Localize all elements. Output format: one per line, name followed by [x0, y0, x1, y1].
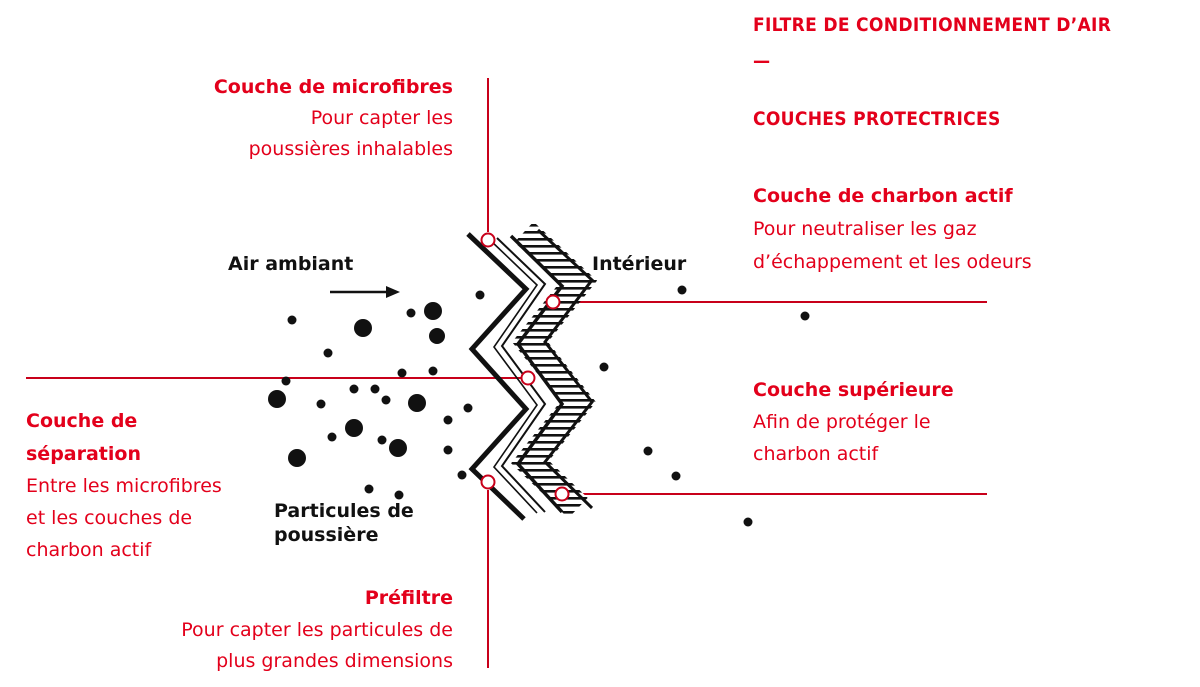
label-superieure-title: Couche supérieure [753, 379, 954, 401]
hatched-layer [509, 221, 598, 519]
label-superieure-desc-2: charbon actif [753, 443, 879, 465]
label-superieure-desc-1: Afin de protéger le [753, 411, 931, 433]
marker-charbon [545, 294, 561, 310]
label-separation-title-1: Couche de [26, 410, 138, 432]
marker-separation [520, 370, 536, 386]
label-microfibres-desc-2: poussières inhalables [248, 138, 453, 160]
label-interieur: Intérieur [592, 253, 687, 275]
diagram-title-line2: COUCHES PROTECTRICES [753, 108, 1001, 130]
label-separation-desc-1: Entre les microfibres [26, 475, 222, 497]
marker-prefiltre [480, 474, 496, 490]
arrow-right-icon [330, 286, 400, 298]
diagram-title-dash: — [753, 50, 771, 72]
marker-superieure [554, 486, 570, 502]
label-separation-desc-3: charbon actif [26, 539, 152, 561]
marker-microfibres [480, 232, 496, 248]
marker-circles [480, 232, 570, 502]
label-prefiltre-desc-2: plus grandes dimensions [216, 650, 453, 672]
label-charbon-desc-2: d’échappement et les odeurs [753, 251, 1032, 273]
label-charbon-title: Couche de charbon actif [753, 185, 1013, 207]
label-charbon-desc-1: Pour neutraliser les gaz [753, 218, 977, 240]
dust-particles-outside [268, 290, 485, 500]
label-microfibres-desc-1: Pour capter les [310, 107, 453, 129]
label-prefiltre-title: Préfiltre [364, 587, 453, 609]
label-particules-2: poussière [274, 524, 379, 546]
prefilter-layer [466, 232, 530, 521]
label-separation-title-2: séparation [26, 443, 141, 465]
diagram-title-line1: FILTRE DE CONDITIONNEMENT D’AIR [753, 14, 1112, 36]
label-separation-desc-2: et les couches de [26, 507, 193, 529]
label-particules-1: Particules de [274, 500, 414, 522]
thin-layer-2 [489, 239, 539, 514]
label-microfibres-title: Couche de microfibres [213, 76, 453, 98]
label-prefiltre-desc-1: Pour capter les particules de [181, 619, 453, 641]
dust-particles-inside [599, 285, 810, 527]
label-air-ambiant: Air ambiant [228, 253, 354, 275]
